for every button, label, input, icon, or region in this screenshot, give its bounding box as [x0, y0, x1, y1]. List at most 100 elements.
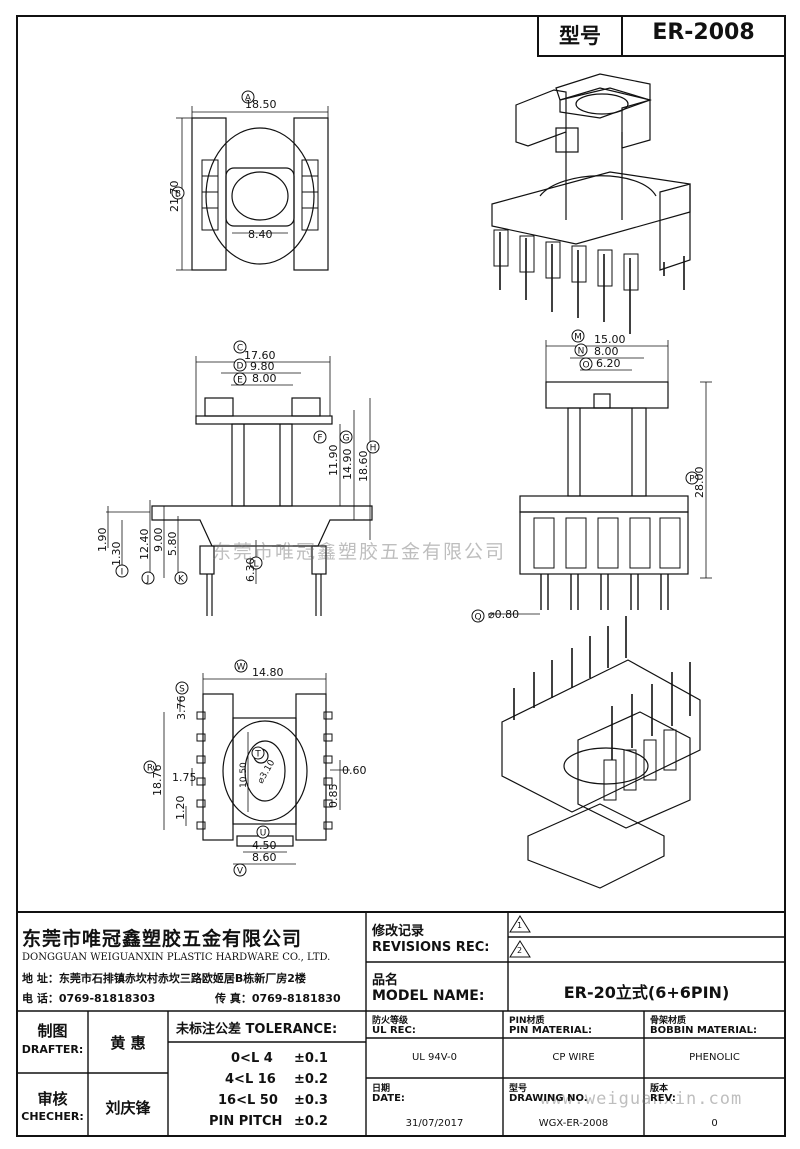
- callout-letter-s: S: [179, 685, 185, 695]
- tol-range-1: 4<L 16: [225, 1072, 276, 1087]
- rev-triangle-2: [509, 940, 531, 958]
- model-number: ER-2008: [652, 20, 755, 45]
- bobbin-value: PHENOLIC: [689, 1052, 740, 1063]
- dim-T: 1.20: [174, 796, 187, 821]
- dim-Z2: 0.85: [327, 784, 340, 809]
- ul-value: UL 94V-0: [411, 1052, 458, 1063]
- tol-value-1: ±0.2: [294, 1072, 328, 1087]
- callout-circle-r: [143, 760, 157, 774]
- top-view: [176, 106, 329, 271]
- tol-range-0: 0<L 4: [231, 1051, 273, 1066]
- dim-Z1: 0.60: [342, 764, 367, 777]
- company-name-cn: 东莞市唯冠鑫塑胶五金有限公司: [22, 928, 303, 950]
- callout-letter-i: I: [121, 568, 124, 578]
- callout-circle-v: [233, 863, 247, 877]
- date-value: 31/07/2017: [405, 1118, 464, 1129]
- callout-letter-g: G: [343, 434, 350, 444]
- callout-circle-h: [366, 440, 380, 454]
- dim-Q: ⌀0.80: [488, 608, 519, 621]
- callout-letter-k: K: [178, 575, 185, 585]
- header-box: [537, 15, 786, 57]
- dim-L: 6.30: [244, 558, 257, 583]
- callout-letter-h: H: [370, 444, 377, 454]
- callout-circle-u: [256, 825, 270, 839]
- callout-circle-a: [241, 90, 255, 104]
- model-label: 型号: [559, 24, 601, 48]
- tolerance-label: 未标注公差 TOLERANCE:: [176, 1022, 338, 1037]
- phone-label: 电 话：: [22, 992, 59, 1005]
- callout-letter-c: C: [237, 344, 243, 354]
- drafter-name: 黄 惠: [110, 1034, 146, 1052]
- dim-V1: 4.50: [252, 839, 277, 852]
- callout-letter-l: L: [253, 560, 258, 570]
- phone: 0769-81818303: [58, 992, 156, 1005]
- callout-letter-o: O: [582, 361, 589, 371]
- callout-circle-w: [234, 659, 248, 673]
- checker-label-cn: 审核: [37, 1090, 68, 1108]
- fax-label: 传 真：: [215, 992, 252, 1005]
- callout-circle-b: [171, 186, 185, 200]
- dim-N: 8.00: [594, 345, 619, 358]
- dim-D: 9.80: [250, 360, 275, 373]
- callout-circle-i: [115, 564, 129, 578]
- pin-value: CP WIRE: [552, 1052, 595, 1063]
- pin-label-cn: PIN材质: [509, 1016, 545, 1026]
- callout-circle-g: [339, 430, 353, 444]
- dim-B: 21.70: [168, 181, 181, 213]
- callout-circle-s: [175, 681, 189, 695]
- callout-letter-r: R: [147, 764, 153, 774]
- model-name-value: ER-20立式(6+6PIN): [563, 983, 730, 1002]
- drawing-value: WGX-ER-2008: [538, 1118, 609, 1129]
- sheet-border: [16, 15, 786, 1137]
- callout-letter-p: P: [689, 475, 695, 485]
- rev-label-en: REV:: [650, 1093, 676, 1104]
- dim-O: 6.20: [596, 357, 621, 370]
- tol-range-3: PIN PITCH: [209, 1114, 283, 1129]
- checker-label-en: CHECHER:: [21, 1110, 84, 1123]
- iso-view-lower: [501, 616, 701, 889]
- pin-label-en: PIN MATERIAL:: [509, 1025, 592, 1036]
- watermark: 东莞市唯冠鑫塑胶五金有限公司: [212, 541, 507, 563]
- callout-circle-m: [571, 329, 585, 343]
- callout-circle-e: [233, 372, 247, 386]
- callout-letter-w: W: [237, 663, 246, 673]
- dim-V2: 8.60: [252, 851, 277, 864]
- rev-value: 0: [711, 1118, 718, 1129]
- callout-letter-f: F: [317, 434, 322, 444]
- dim-S: 3.76: [175, 696, 188, 721]
- dim-K2: 9.00: [152, 528, 165, 553]
- iso-view-upper: [491, 73, 691, 334]
- callout-letter-m: M: [574, 333, 582, 343]
- callout-circle-q: [471, 609, 485, 623]
- dim-H: 18.60: [357, 451, 370, 483]
- dim-R2: 1.75: [172, 771, 197, 784]
- callout-circle-n: [574, 343, 588, 357]
- bobbin-label-cn: 骨架材质: [650, 1016, 687, 1026]
- drawing-label-en: DRAWING NO.: [509, 1093, 588, 1104]
- callout-letter-t: T: [254, 750, 261, 760]
- side-view: [488, 340, 712, 615]
- callout-letter-e: E: [237, 376, 243, 386]
- dim-Tsub: 10.50: [239, 762, 249, 788]
- date-label-en: DATE:: [372, 1093, 405, 1104]
- revisions-label-en: REVISIONS REC:: [372, 940, 490, 955]
- callout-letter-d: D: [237, 362, 244, 372]
- callout-letter-j: J: [146, 575, 150, 585]
- bottom-view: [163, 673, 350, 865]
- checker-name: 刘庆锋: [105, 1099, 151, 1117]
- dim-C: 17.60: [244, 349, 276, 362]
- rev-label-cn: 版本: [650, 1084, 669, 1094]
- date-label-cn: 日期: [372, 1084, 391, 1094]
- ul-label-en: UL REC:: [372, 1025, 416, 1036]
- model-name-label-en: MODEL NAME:: [372, 988, 485, 1004]
- callout-circle-k: [174, 571, 188, 585]
- front-view: [106, 356, 373, 616]
- address-label: 地 址：: [22, 972, 59, 985]
- callout-letter-n: N: [578, 347, 585, 357]
- dim-G: 14.90: [341, 449, 354, 481]
- dim-M: 15.00: [594, 333, 626, 346]
- callout-circle-j: [141, 571, 155, 585]
- dim-A: 18.50: [245, 98, 277, 111]
- dim-K3: 5.80: [166, 532, 179, 557]
- company-name-en: DONGGUAN WEIGUANXIN PLASTIC HARDWARE CO.…: [22, 952, 331, 963]
